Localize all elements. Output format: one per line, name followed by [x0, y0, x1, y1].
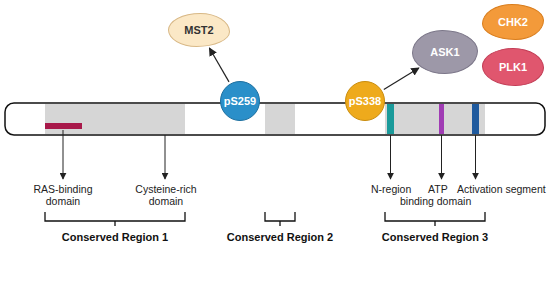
conserved-region-3-shade [385, 104, 485, 134]
kinase-blob: CHK2 [482, 4, 544, 40]
region-label: Conserved Region 3 [365, 231, 505, 244]
region-bracket [45, 212, 185, 226]
leader-arrow [165, 135, 166, 179]
kinase-blob: PLK1 [482, 48, 544, 86]
n-region-marker [387, 104, 394, 134]
conserved-region-1-shade [45, 104, 185, 134]
node-text: ASK1 [430, 46, 459, 59]
protein-bar [5, 103, 545, 135]
leader-arrow [441, 135, 442, 179]
node-text: pS259 [224, 95, 256, 108]
atp-marker [439, 104, 444, 134]
node-text: pS338 [349, 95, 381, 108]
region-label: Conserved Region 2 [210, 231, 350, 244]
domain-label: Activation segment [457, 183, 546, 195]
kinase-blob: MST2 [168, 13, 230, 47]
interaction-arrow [209, 48, 229, 82]
domain-label: RAS-binding domain [30, 183, 96, 207]
conserved-region-2-shade [265, 104, 295, 134]
node-text: CHK2 [498, 16, 528, 29]
node-text: PLK1 [499, 61, 527, 74]
phosphosite-circle: pS338 [345, 81, 385, 121]
region-label: Conserved Region 1 [45, 231, 185, 244]
leader-arrow [63, 130, 64, 179]
interaction-arrow [384, 68, 419, 90]
leader-arrow [390, 135, 391, 179]
region-bracket [385, 212, 485, 226]
kinase-blob: ASK1 [412, 30, 478, 74]
leader-arrow [475, 135, 476, 179]
node-text: MST2 [184, 24, 213, 37]
phosphosite-circle: pS259 [220, 81, 260, 121]
domain-label: Cysteine-rich domain [130, 183, 202, 207]
region-bracket [265, 212, 295, 226]
ras-binding-marker [45, 123, 82, 129]
activation-marker [472, 104, 479, 134]
domain-label: N-region [371, 183, 411, 195]
